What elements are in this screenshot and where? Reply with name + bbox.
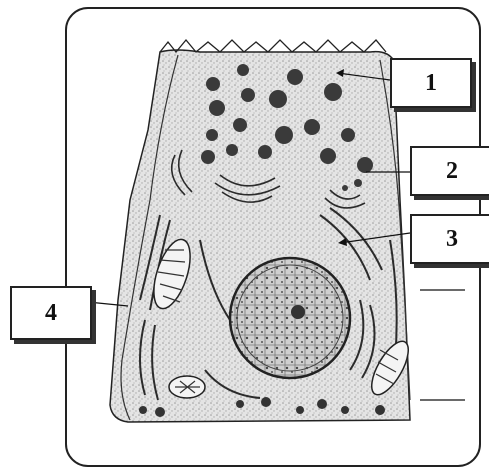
label-1-text: 1 (425, 70, 437, 97)
label-4-text: 4 (45, 300, 57, 327)
label-box-4: 4 (10, 286, 92, 340)
label-box-1: 1 (390, 58, 472, 108)
label-box-2: 2 (410, 146, 489, 196)
nucleus (230, 258, 350, 378)
label-2-text: 2 (446, 158, 458, 185)
label-box-3: 3 (410, 214, 489, 264)
apical-border (160, 40, 386, 52)
label-3-text: 3 (446, 226, 458, 253)
